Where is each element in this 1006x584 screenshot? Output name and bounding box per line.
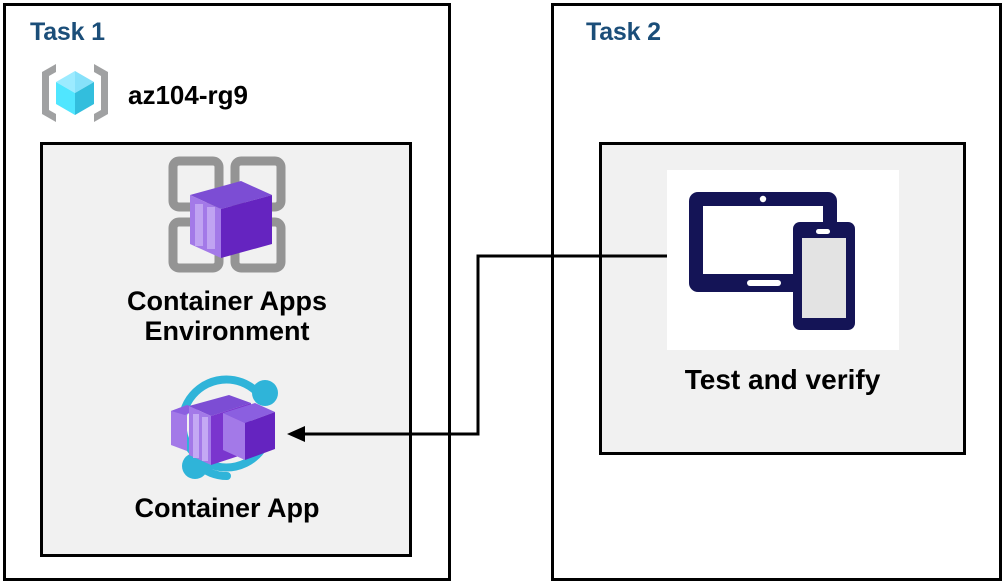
container-apps-environment-icon [162, 152, 292, 282]
node-container-apps-environment: Container Apps Environment [72, 152, 382, 346]
container-app-label: Container App [134, 493, 320, 523]
task-1-title: Task 1 [30, 18, 105, 46]
node-test-and-verify: Test and verify [640, 170, 925, 395]
container-apps-environment-label: Container Apps Environment [126, 286, 327, 347]
resource-group-icon [36, 58, 114, 133]
task-2-title: Task 2 [586, 18, 661, 46]
resource-group-header: az104-rg9 [36, 58, 248, 133]
devices-tablet-phone-icon [666, 170, 899, 350]
container-app-icon [161, 372, 293, 489]
node-container-app: Container App [72, 372, 382, 523]
resource-group-name: az104-rg9 [128, 80, 248, 110]
test-and-verify-label: Test and verify [684, 364, 881, 395]
